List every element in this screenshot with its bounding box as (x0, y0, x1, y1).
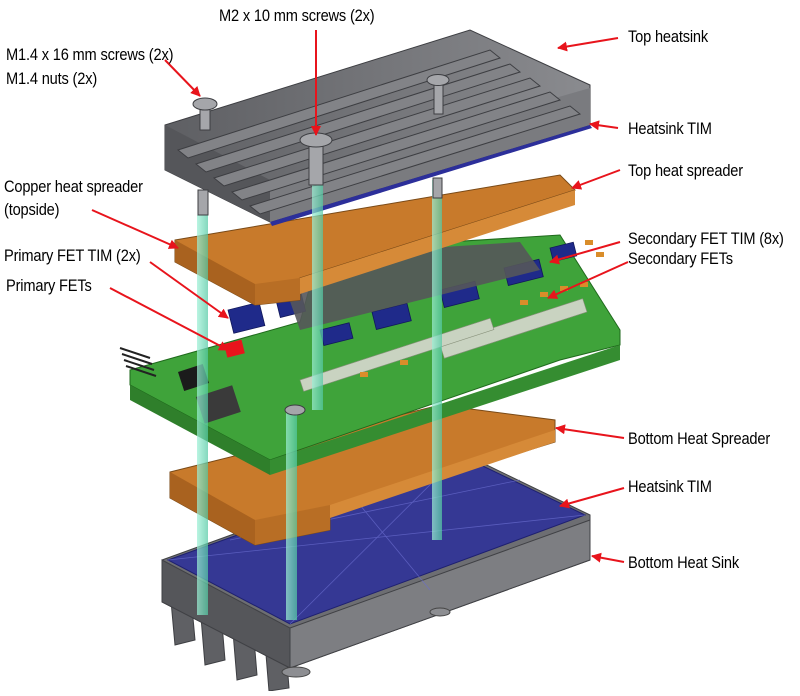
label-m2-screws: M2 x 10 mm screws (2x) (219, 6, 375, 25)
label-heatsink-tim-top: Heatsink TIM (628, 119, 712, 138)
pcb-board (119, 234, 621, 475)
label-primary-fet-tim: Primary FET TIM (2x) (4, 246, 141, 265)
label-top-heat-spreader: Top heat spreader (628, 161, 743, 180)
label-secondary-fet-tim: Secondary FET TIM (8x) (628, 229, 784, 248)
screws (192, 74, 450, 416)
label-copper-heat-spreader: Copper heat spreader (4, 177, 143, 196)
label-bottom-heat-spreader: Bottom Heat Spreader (628, 429, 771, 448)
bottom-heat-sink (161, 451, 591, 692)
screw-guides (197, 150, 442, 620)
label-copper-heat-spreader-sub: (topside) (4, 200, 60, 219)
label-m14-nuts: M1.4 nuts (2x) (6, 69, 98, 88)
label-primary-fets: Primary FETs (6, 276, 92, 295)
label-bottom-heat-sink: Bottom Heat Sink (628, 553, 740, 572)
top-heatsink (164, 29, 592, 226)
label-heatsink-tim-bottom: Heatsink TIM (628, 477, 712, 496)
label-secondary-fets: Secondary FETs (628, 249, 733, 268)
label-m14-screws: M1.4 x 16 mm screws (2x) (6, 45, 174, 64)
callout-arrows (91, 30, 629, 563)
label-top-heatsink: Top heatsink (628, 27, 709, 46)
